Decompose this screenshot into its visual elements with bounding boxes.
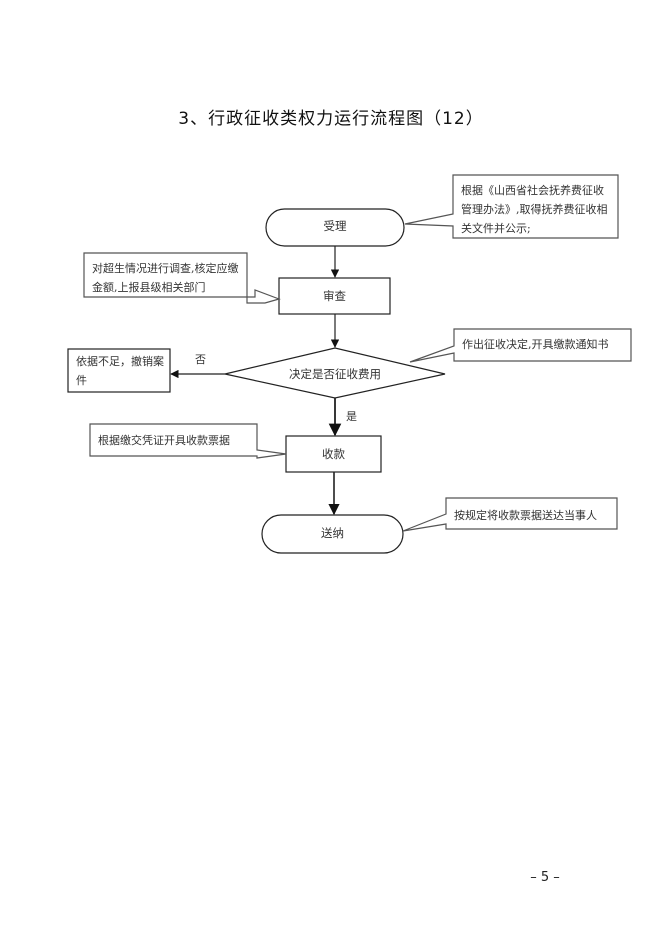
page-number: – 5 – xyxy=(530,870,560,885)
deliver-callout: 按规定将收款票据送达当事人 xyxy=(454,509,597,522)
accept-node: 受理 xyxy=(323,219,347,233)
edge-label-no: 否 xyxy=(195,353,206,366)
accept-callout: 根据《山西省社会抚养费征收管理办法》,取得抚养费征收相关文件并公示; xyxy=(461,184,608,235)
reject-node: 依据不足，撤销案件 xyxy=(76,355,164,387)
review-callout: 对超生情况进行调查,核定应缴金额,上报县级相关部门 xyxy=(92,262,239,294)
decision-callout-shape xyxy=(409,328,632,363)
decision-node-shape xyxy=(224,347,446,399)
accept-callout-shape xyxy=(404,174,619,239)
collect-callout: 根据缴交凭证开具收款票据 xyxy=(98,434,230,447)
deliver-node: 送纳 xyxy=(321,526,344,540)
decision-node: 决定是否征收费用 xyxy=(289,367,381,381)
page-title: 3、行政征收类权力运行流程图（12） xyxy=(178,109,484,129)
deliver-callout-shape xyxy=(402,497,618,532)
review-node: 审查 xyxy=(323,289,346,303)
collect-node: 收款 xyxy=(322,447,345,461)
decision-callout: 作出征收决定,开具缴款通知书 xyxy=(462,338,609,351)
edge-label-yes: 是 xyxy=(346,410,357,423)
reject-node-shape xyxy=(67,348,171,393)
review-callout-shape xyxy=(83,252,281,304)
collect-callout-shape xyxy=(89,423,287,459)
